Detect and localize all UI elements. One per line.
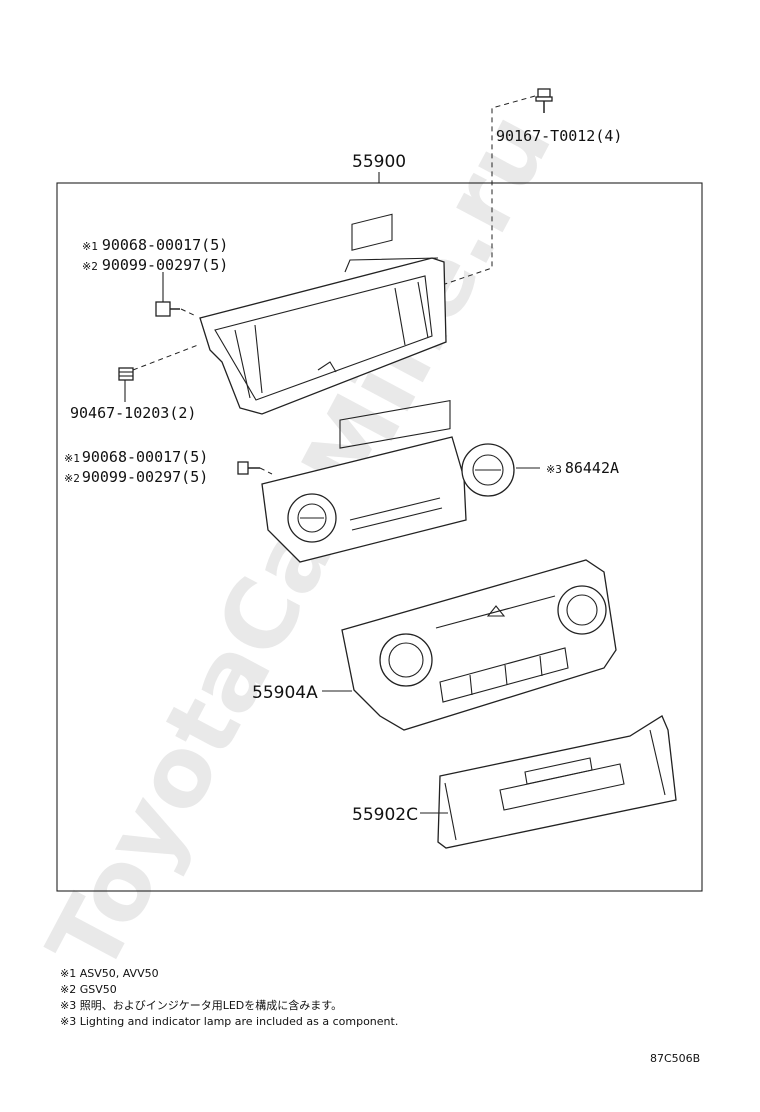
bolt-leader-dashed [444,95,536,285]
control-panel [341,559,617,731]
callout-pin: 90467-10203(2) [70,404,196,422]
callout-screw-b-2: 90099-00297(5) [82,468,208,486]
screw-a-leader [180,308,197,317]
mark-2b: ※2 [64,472,80,485]
callout-screw-b-1: 90068-00017(5) [82,448,208,466]
note-1: ※1 ASV50, AVV50 [60,967,159,980]
note-3: ※3 照明、およびインジケータ用LEDを構成に含みます。 [60,998,342,1012]
callout-screw-a-1: 90068-00017(5) [102,236,228,254]
assembly-part-no: 55900 [352,152,406,172]
face-cover [437,715,677,849]
mark-3: ※3 [546,463,562,476]
bolt-top-icon [535,88,553,113]
callout-bolt-top: 90167-T0012(4) [496,127,622,145]
mark-2: ※2 [82,260,98,273]
screw-b-icon [237,461,260,475]
callout-screw-a-2: 90099-00297(5) [102,256,228,274]
callout-led-part: 86442A [565,459,619,477]
note-2: ※2 GSV50 [60,983,117,996]
screw-a-icon [155,272,180,317]
circuit-board [261,400,515,563]
note-4: ※3 Lighting and indicator lamp are inclu… [60,1015,398,1028]
mark-1: ※1 [82,240,98,253]
pin-icon [118,367,134,381]
figure-code: 87C506B [650,1052,700,1065]
mark-1b: ※1 [64,452,80,465]
screw-b-leader [259,467,273,475]
pin-leader [132,344,199,371]
rear-bracket [199,213,447,415]
callout-cover: 55902C [352,805,418,825]
callout-panel: 55904A [252,683,318,703]
